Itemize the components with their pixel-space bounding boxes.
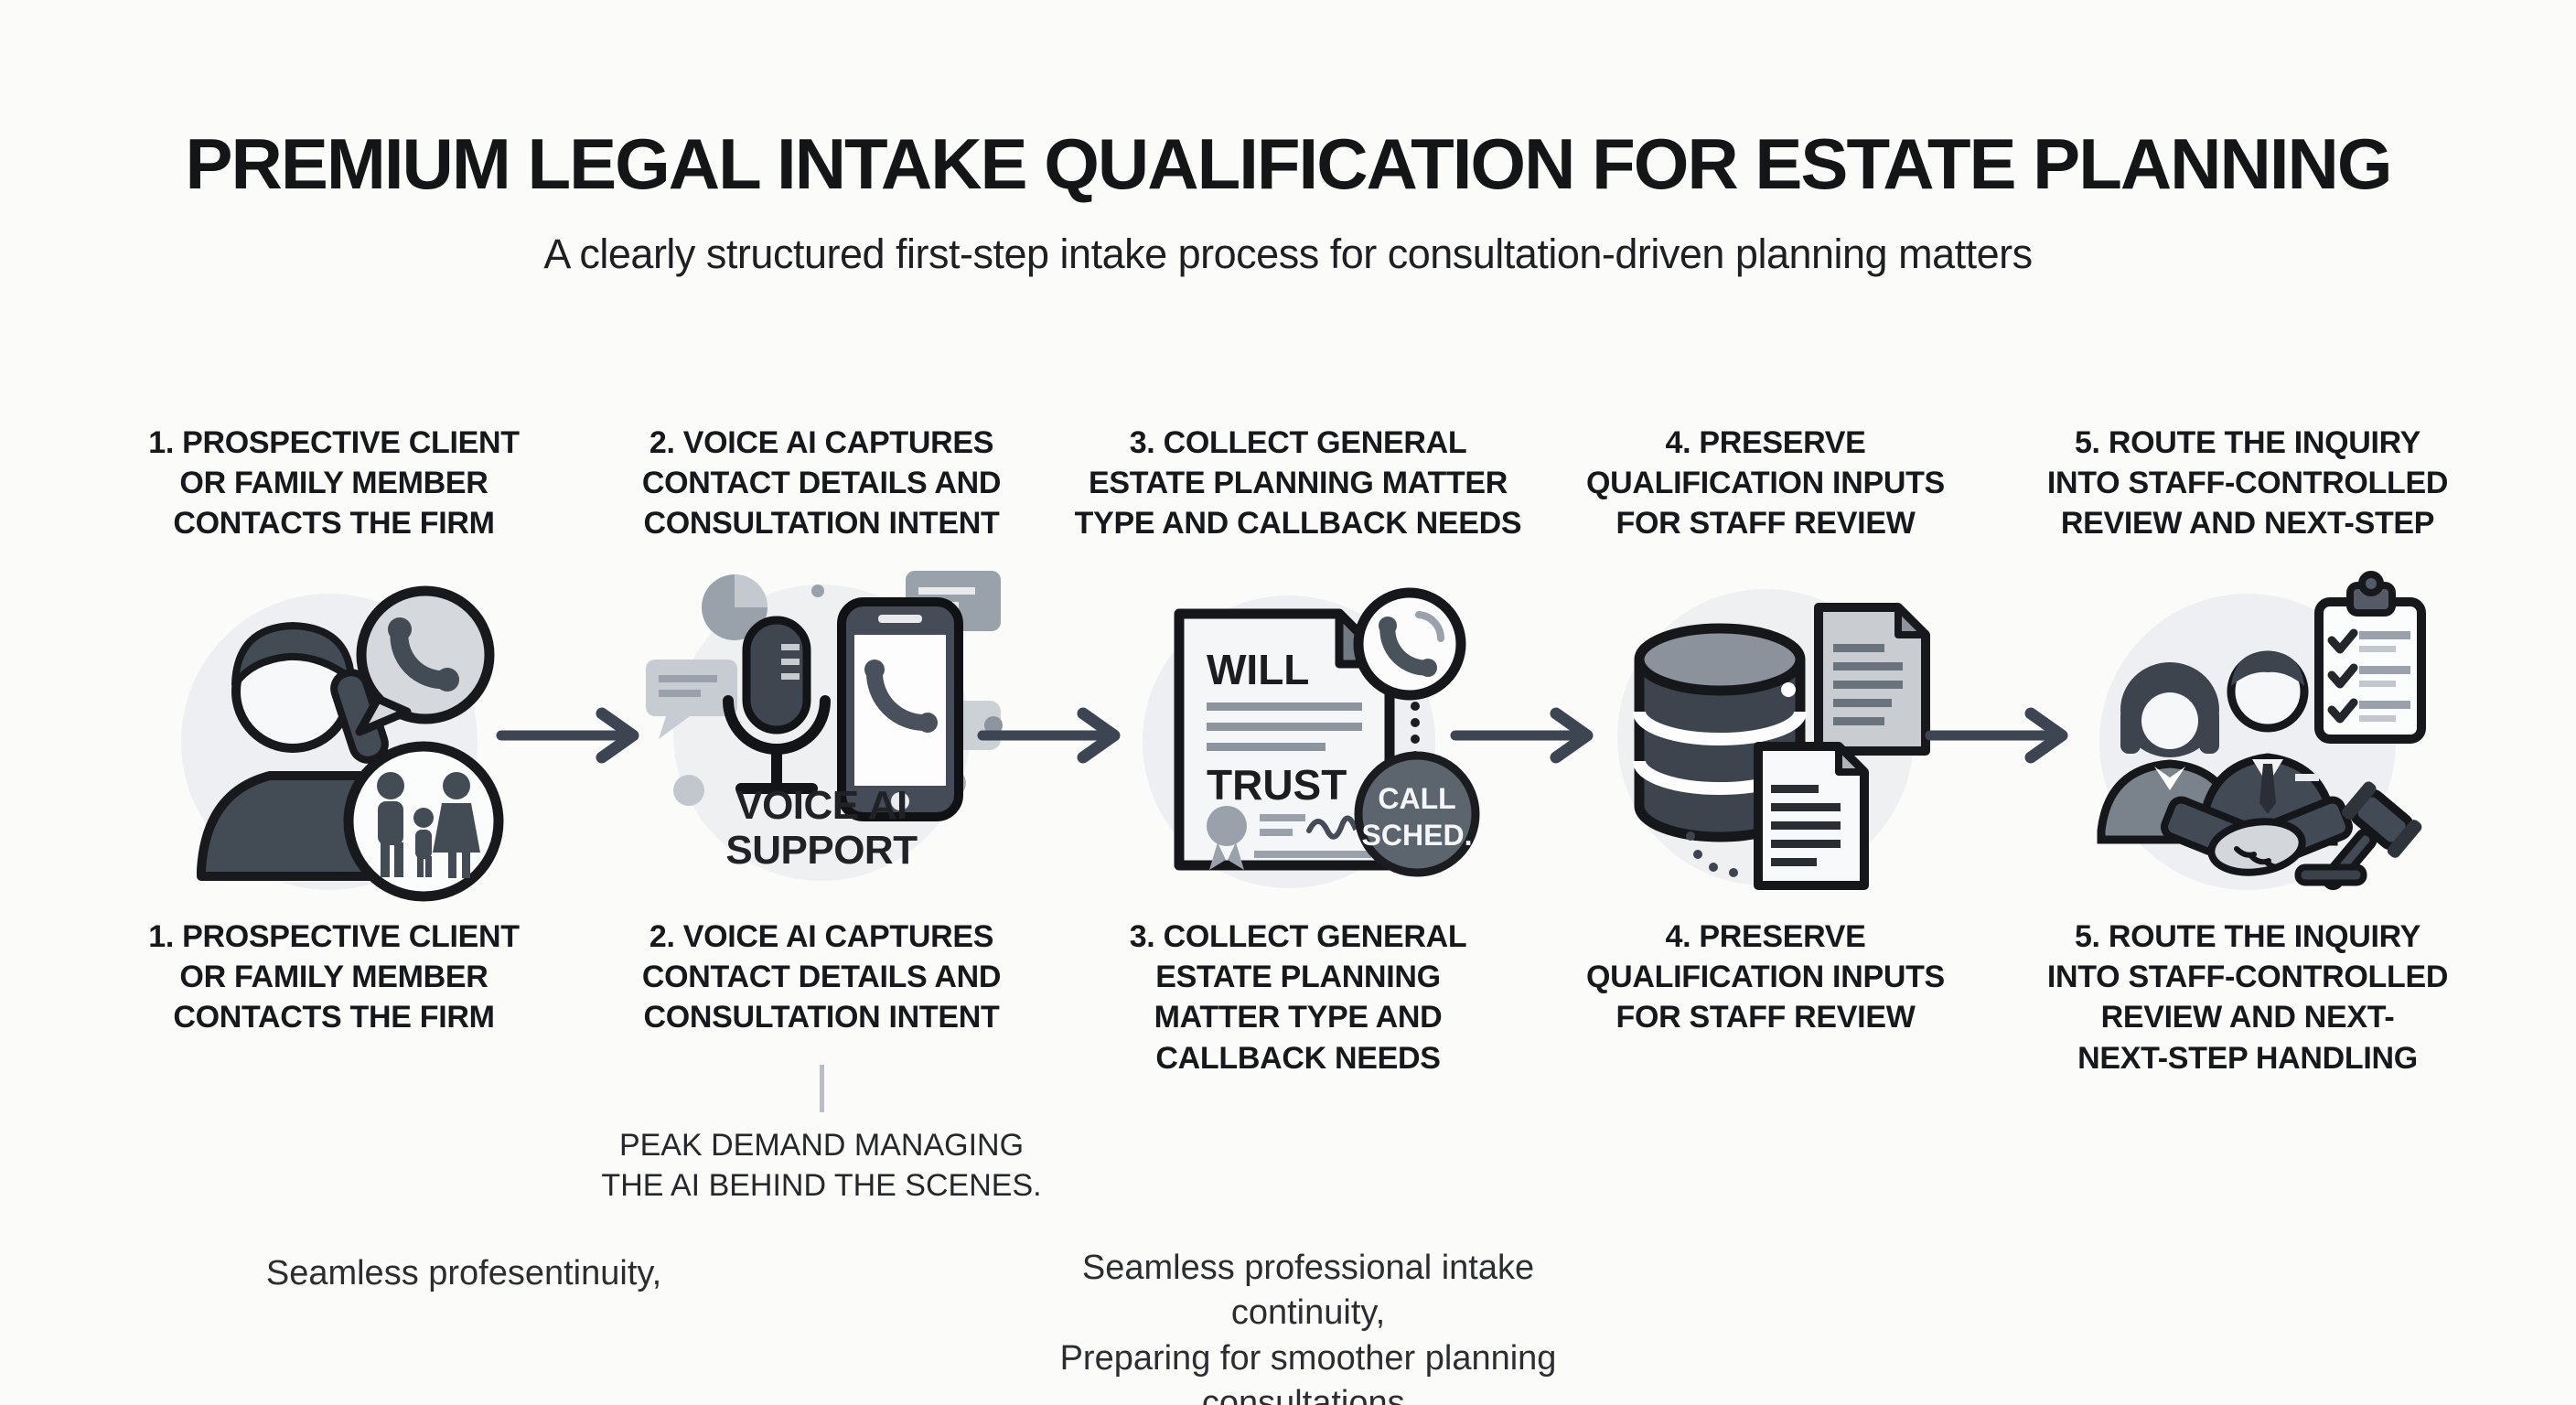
signature-squiggle [1306,815,1370,840]
step2-top-label: 2. VOICE AI CAPTURES CONTACT DETAILS AND… [641,425,1002,542]
flow-arrow-icon [496,707,639,764]
family-group-icon [343,741,504,902]
will-trust-document-icon: WILL TRUST CALL [1143,587,1480,888]
page-subtitle: A clearly structured first-step intake p… [543,231,2033,277]
doc-word-will: WILL [1207,646,1309,693]
client-on-phone-icon [181,585,504,902]
chat-bubble-left-icon [646,660,737,739]
badge-line-2: SCHED. [1362,819,1473,852]
step5-top-label: 5. ROUTE THE INQUIRY INTO STAFF-CONTROLL… [2046,425,2449,542]
document-white-icon [1754,742,1869,890]
page-title: PREMIUM LEGAL INTAKE QUALIFICATION FOR E… [185,123,2392,204]
speech-bubble-phone-icon [355,585,495,736]
dot [673,775,704,806]
smartphone-call-icon [837,597,963,821]
step3-top-label: 3. COLLECT GENERAL ESTATE PLANNING MATTE… [1074,425,1522,542]
dotted-curve [1686,831,1738,877]
call-sched-badge: CALL SCHED. [1354,751,1480,877]
phone-call-circle-icon [1353,587,1466,701]
voice-ai-support-caption: VOICE AI SUPPORT [725,783,918,874]
flow-arrow-icon [1450,707,1594,764]
flow-arrow-icon [1925,707,2068,764]
checklist-clipboard-icon [2314,571,2426,744]
step1-bottom-label: 1. PROSPECTIVE CLIENT OR FAMILY MEMBER C… [148,919,520,1035]
flow-arrow-icon [977,707,1121,764]
dot [811,585,824,597]
footer-left-text: Seamless profesentinuity, [265,1254,662,1292]
footer-center-text: Seamless professional intake continuity,… [1059,1249,1557,1405]
microphone-icon [723,616,831,794]
step2-bottom-label: 2. VOICE AI CAPTURES CONTACT DETAILS AND… [641,919,1002,1035]
seal-icon [1207,806,1247,846]
step3-bottom-label: 3. COLLECT GENERAL ESTATE PLANNING MATTE… [1129,919,1467,1076]
step4-bottom-label: 4. PRESERVE QUALIFICATION INPUTS FOR STA… [1586,919,1945,1035]
database-records-icon [1617,589,1930,890]
gavel-icon [2294,781,2422,891]
step1-top-label: 1. PROSPECTIVE CLIENT OR FAMILY MEMBER C… [148,425,520,542]
document-gray-icon [1814,603,1930,756]
step5-bottom-label: 5. ROUTE THE INQUIRY INTO STAFF-CONTROLL… [2046,919,2449,1076]
pie-chart-icon [702,574,767,640]
handshake-icon [2161,796,2353,876]
voice-ai-support-icon [646,571,1003,881]
note-connector-line [820,1065,824,1112]
step4-top-label: 4. PRESERVE QUALIFICATION INPUTS FOR STA… [1586,425,1945,542]
staff-routing-icon [2097,571,2426,891]
peak-demand-note: PEAK DEMAND MANAGING THE AI BEHIND THE S… [601,1128,1042,1204]
badge-line-1: CALL [1378,782,1455,815]
doc-word-trust: TRUST [1207,761,1347,809]
